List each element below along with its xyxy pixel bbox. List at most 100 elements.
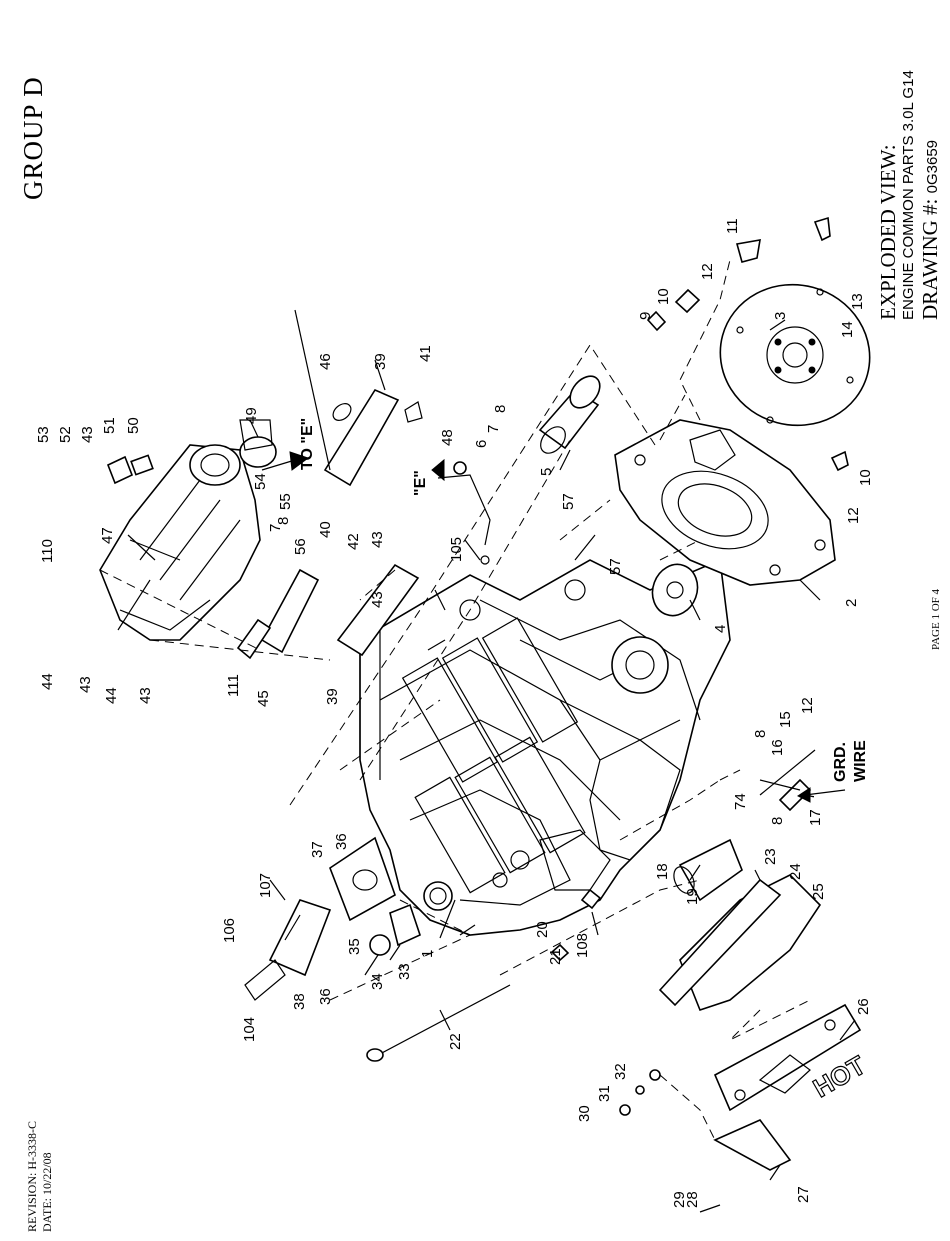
part-51: 51: [101, 417, 118, 434]
part-12b: 12: [845, 507, 862, 524]
part-55: 55: [277, 493, 294, 510]
part-8: 8: [492, 405, 509, 413]
part-15: 15: [777, 711, 794, 728]
part-22: 22: [447, 1033, 464, 1050]
part-39b: 39: [324, 688, 341, 705]
part-24: 24: [787, 863, 804, 880]
to-e-arrow: [261, 451, 310, 471]
part-12: 12: [699, 263, 716, 280]
throttle-body: [106, 419, 277, 485]
part-31: 31: [596, 1085, 613, 1102]
part-43c: 43: [79, 426, 96, 443]
leader-lines: [117, 319, 856, 1181]
part-45: 45: [255, 690, 272, 707]
part-7c: 7: [801, 792, 818, 800]
grd-label: GRD.: [832, 742, 849, 782]
part-74: 74: [732, 793, 749, 810]
part-33: 33: [396, 963, 413, 980]
part-16: 16: [769, 739, 786, 756]
part-111: 111: [225, 674, 242, 697]
part-8d: 8: [752, 730, 769, 738]
part-44b: 44: [103, 687, 120, 704]
part-29: 29: [671, 1191, 688, 1208]
adapter-plate: [651, 563, 699, 617]
part-52: 52: [57, 426, 74, 443]
part-43a: 43: [369, 531, 386, 548]
part-20: 20: [534, 921, 551, 938]
part-13: 13: [849, 293, 866, 310]
e-label: "E": [412, 470, 429, 496]
part-25: 25: [810, 883, 827, 900]
part-4: 4: [712, 625, 729, 633]
part-11: 11: [724, 218, 741, 234]
e-arrow: [431, 458, 445, 482]
part-38: 38: [291, 993, 308, 1010]
to-e-label: TO "E": [299, 418, 316, 470]
part-110: 110: [39, 539, 56, 563]
front-cover-parts: [244, 836, 421, 1001]
flexplate: [719, 283, 871, 427]
part-10b: 10: [857, 469, 874, 486]
part-44a: 44: [39, 673, 56, 690]
part-19: 19: [684, 888, 701, 905]
grd-wire-arrow: [797, 787, 846, 803]
dashed-leader-lines: [99, 259, 811, 1141]
part-2: 2: [843, 599, 860, 607]
part-23: 23: [762, 848, 779, 865]
part-9: 9: [637, 312, 654, 320]
part-46: 46: [317, 353, 334, 370]
part-57a: 57: [560, 493, 577, 510]
part-28: 28: [684, 1191, 701, 1208]
part-48: 48: [439, 429, 456, 446]
part-3: 3: [772, 312, 789, 320]
part-43b: 43: [369, 591, 386, 608]
part-37: 37: [309, 841, 326, 858]
part-40: 40: [317, 521, 334, 538]
part-5: 5: [538, 468, 555, 476]
part-32: 32: [612, 1063, 629, 1080]
oil-filter: [673, 838, 743, 902]
part-39a: 39: [372, 353, 389, 370]
starter-motor: [538, 375, 601, 454]
part-30: 30: [576, 1105, 593, 1122]
part-41: 41: [417, 345, 434, 362]
part-14: 14: [839, 321, 856, 338]
part-10: 10: [655, 288, 672, 305]
part-8c: 8: [769, 817, 786, 825]
wire-label: WIRE: [852, 740, 869, 782]
part-36b: 36: [317, 988, 334, 1005]
part-107: 107: [257, 873, 274, 898]
part-27: 27: [795, 1186, 812, 1203]
part-21: 21: [547, 948, 564, 965]
part-43d: 43: [77, 676, 94, 693]
callout-labels: TO "E" "E" GRD. WIRE 1 2 3 4 5 6 7 8 9 1…: [35, 218, 874, 1208]
part-6: 6: [473, 440, 490, 448]
part-53: 53: [35, 426, 52, 443]
hot-label: HOT: [807, 1049, 871, 1104]
part-108: 108: [574, 933, 591, 958]
part-36a: 36: [333, 833, 350, 850]
flywheel-housing: [614, 419, 836, 586]
part-47: 47: [99, 527, 116, 544]
part-7b: 7: [267, 524, 284, 532]
exhaust-manifold: [658, 874, 862, 1171]
part-1: 1: [419, 950, 436, 958]
part-34: 34: [369, 973, 386, 990]
part-7: 7: [485, 425, 502, 433]
engine-block: [359, 558, 731, 936]
part-57b: 57: [607, 558, 624, 575]
part-18: 18: [654, 863, 671, 880]
part-8b: 8: [275, 517, 292, 525]
part-42: 42: [345, 533, 362, 550]
part-12c: 12: [799, 697, 816, 714]
small-fasteners: [294, 216, 849, 1213]
dipstick: [366, 984, 511, 1062]
svg-text:HOT: HOT: [808, 1050, 871, 1103]
part-106: 106: [221, 918, 238, 943]
part-17: 17: [807, 809, 824, 826]
intake-manifold: [99, 444, 261, 641]
part-43e: 43: [137, 687, 154, 704]
part-56: 56: [292, 538, 309, 555]
part-105: 105: [448, 537, 465, 562]
